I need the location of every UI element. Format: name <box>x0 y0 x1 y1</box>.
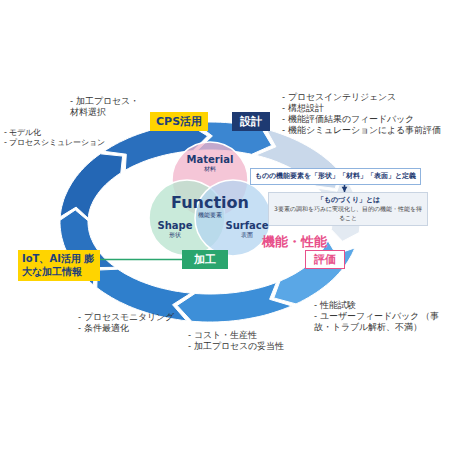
label-group: - コスト・生産性- 加工プロセスの妥当性 <box>188 330 284 352</box>
element-name-ja: 形状 <box>153 232 197 239</box>
label-group: - 加工プロセス・ 材料選択 <box>70 96 150 118</box>
bullet-note: - プロセスモニタリング <box>78 312 174 323</box>
label-group: - プロセスモニタリング- 条件最適化 <box>78 312 174 334</box>
label-group: 機能・性能 <box>262 234 327 251</box>
tool-tag: IoT、AI活用 膨大な加工情報 <box>18 250 100 281</box>
stage-box: 評価 <box>305 250 345 269</box>
box-title: CPS活用 <box>156 114 202 129</box>
bullet-note: - 機能シミュレーションによる事前評価 <box>282 125 441 136</box>
note-box: 「ものづくり」とは3要素の調和を巧みに実現化し、目的の機能・性能を得ること <box>268 192 428 226</box>
element-name-ja: 材料 <box>172 166 248 173</box>
bullet-note: - ユーザーフィードバック （事故・トラブル解析、不満） <box>314 311 444 333</box>
label-group: Function機能要素 <box>170 194 250 219</box>
cycle-arrow-segment <box>177 282 292 322</box>
label-group: - プロセスインテリジェンス- 構想設計- 機能評価結果のフィードバック- 機能… <box>282 92 441 136</box>
box-title: 加工 <box>194 252 216 267</box>
stage-box: 設計 <box>232 112 270 131</box>
bullet-note: - 構想設計 <box>282 103 441 114</box>
center-title: Function <box>170 194 250 212</box>
circle-label-group: Material材料 <box>172 154 248 173</box>
circle-shape <box>195 180 271 256</box>
connector-line <box>100 259 182 261</box>
bullet-note: - プロセスインテリジェンス <box>282 92 441 103</box>
cycle-arrow-segment <box>274 241 355 304</box>
element-name: Shape <box>153 220 197 232</box>
bullet-note: - モデル化 <box>4 128 105 138</box>
definition-box: ものの機能要素を「形状」「材料」「表面」と定義 <box>250 168 421 185</box>
stage-box: 加工 <box>182 250 228 269</box>
bullet-note: - 条件最適化 <box>78 323 174 334</box>
box-body: 3要素の調和を巧みに実現化し、目的の機能・性能を得ること <box>274 205 422 221</box>
element-name: Material <box>172 154 248 166</box>
function-heading: 機能・性能 <box>262 234 327 251</box>
bullet-note: - 加工プロセスの妥当性 <box>188 341 284 352</box>
venn-circle: Surface表面 <box>195 180 271 256</box>
bullet-note: - 加工プロセス・ 材料選択 <box>70 96 150 118</box>
box-title: 設計 <box>240 114 262 129</box>
cycle-arrow-segment <box>60 154 122 218</box>
label-group: - 性能試験- ユーザーフィードバック （事故・トラブル解析、不満） <box>314 300 444 333</box>
circle-fill <box>195 180 271 256</box>
connector <box>342 185 348 192</box>
connector <box>100 259 182 260</box>
tool-tag: CPS活用 <box>150 112 208 131</box>
element-name: Surface <box>225 220 269 232</box>
box-title: 評価 <box>314 252 336 267</box>
bullet-note: - コスト・生産性 <box>188 330 284 341</box>
label-group: - モデル化- プロセスシミュレーション <box>4 128 105 149</box>
circle-label-group: Shape形状 <box>153 220 197 239</box>
center-subtitle: 機能要素 <box>170 212 250 219</box>
box-title: ものの機能要素を「形状」「材料」「表面」と定義 <box>255 172 416 181</box>
bullet-note: - 性能試験 <box>314 300 444 311</box>
bullet-note: - プロセスシミュレーション <box>4 138 105 148</box>
box-title: IoT、AI活用 膨大な加工情報 <box>22 253 96 278</box>
box-title: 「ものづくり」とは <box>274 196 422 205</box>
bullet-note: - 機能評価結果のフィードバック <box>282 114 441 125</box>
